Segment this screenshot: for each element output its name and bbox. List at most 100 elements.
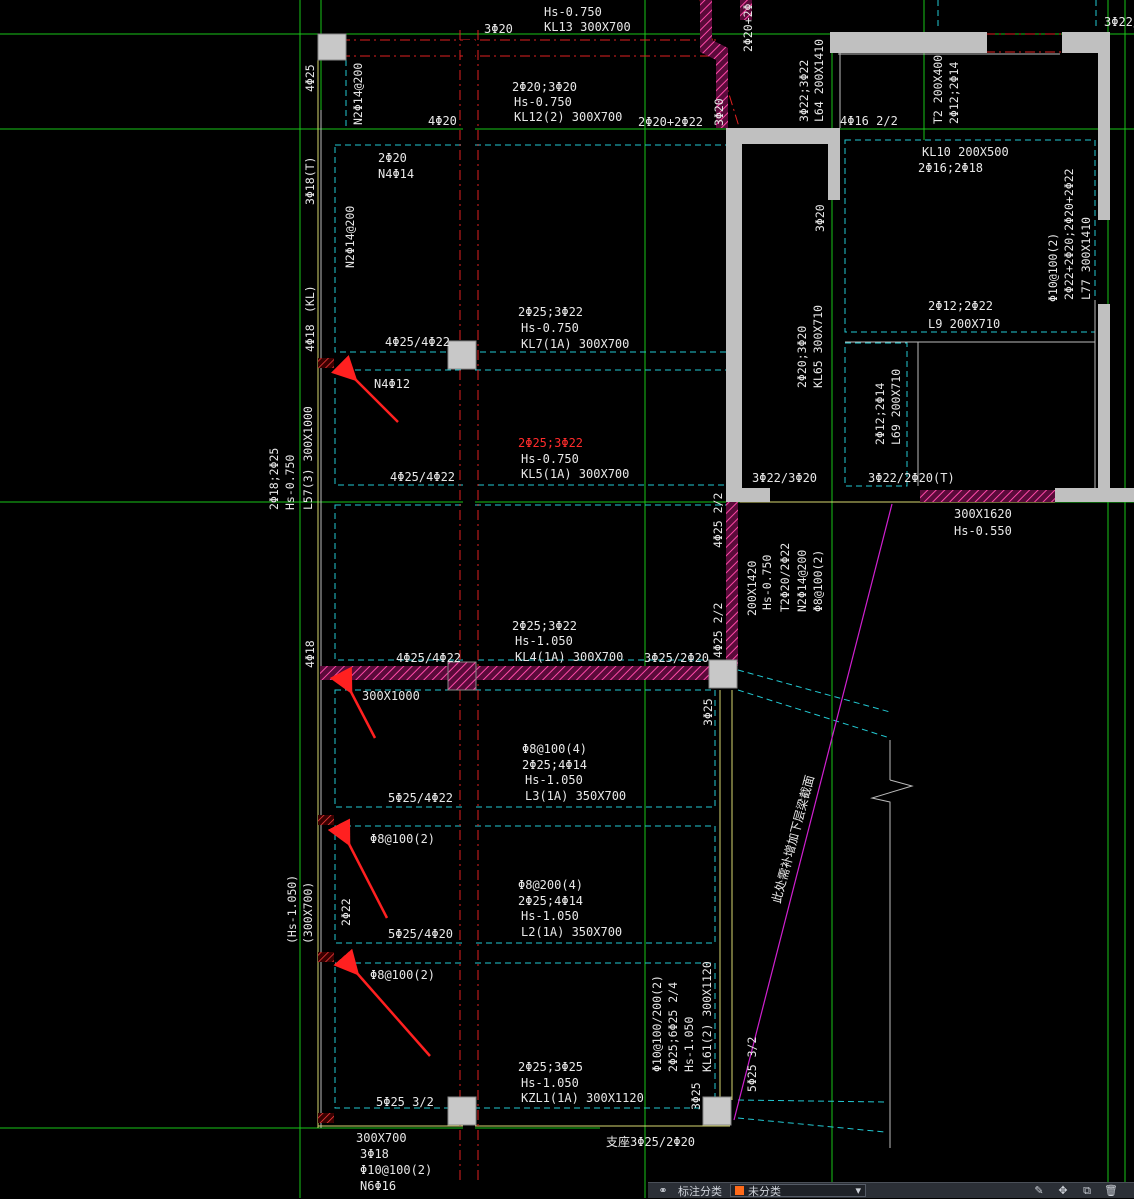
label-v-3phi20: 3Φ20: [712, 98, 726, 126]
label-l9-b: L9 200X710: [928, 317, 1000, 331]
hatched-walls: [318, 0, 1055, 1123]
label-l2-a: Φ8@200(4): [518, 878, 583, 892]
label-v-3phi25: 3Φ25: [701, 698, 715, 726]
label-kl5-4phi25: 4Φ25/4Φ22: [390, 470, 455, 484]
beam-lines-yellow: [317, 40, 1055, 1128]
label-l77-a: Φ10@100(2): [1046, 233, 1060, 302]
trash-icon[interactable]: 🗑: [1104, 1183, 1118, 1197]
label-bl-b: 3Φ18: [360, 1147, 389, 1161]
column-strip: [463, 40, 475, 1180]
label-left-300x700: (300X700): [301, 882, 315, 944]
label-left-4phi25: 4Φ25: [303, 64, 317, 92]
label-left-n2b: N2Φ14@200: [343, 206, 357, 268]
label-l64-a: 3Φ22;3Φ22: [797, 60, 811, 122]
layer-select-value: 未分类: [748, 1184, 781, 1198]
label-b-3phi22: 3Φ22/3Φ20: [752, 471, 817, 485]
label-kl4-a: 2Φ25;3Φ22: [512, 619, 577, 633]
layer-select[interactable]: 未分类 ▾: [730, 1184, 866, 1198]
label-l77-b: 2Φ22+2Φ20;2Φ20+2Φ22: [1062, 168, 1076, 300]
label-kzl1-5phi25: 5Φ25 3/2: [376, 1095, 434, 1109]
label-n4-phi14: N4Φ14: [378, 167, 414, 181]
label-kl12-a: 2Φ20;3Φ20: [512, 80, 577, 94]
label-kl65-b: KL65 300X710: [811, 305, 825, 388]
label-top-hs: Hs-0.750: [544, 5, 602, 19]
label-kl10-b: 2Φ16;2Φ18: [918, 161, 983, 175]
chevron-down-icon: ▾: [855, 1184, 861, 1197]
label-kl4-4phi25: 4Φ25/4Φ22: [396, 651, 461, 665]
edit-icon[interactable]: ✎: [1034, 1183, 1044, 1197]
beam-outlines-dashed: [334, 0, 1097, 1133]
label-l64-b: L64 200X1410: [812, 39, 826, 122]
label-kl61-a: Φ10@100/200(2): [650, 975, 664, 1072]
arrow-2: [329, 666, 377, 739]
label-l57-b: Hs-0.750: [283, 455, 297, 510]
label-v-4phi25b: 4Φ25 2/2: [711, 603, 725, 658]
label-top-right-2phi20: 2Φ20+2Φ: [741, 3, 755, 52]
label-v-4phi25: 4Φ25 2/2: [711, 493, 725, 548]
label-beam-300x1620: 300X1620: [954, 507, 1012, 521]
arrow-3: [327, 818, 389, 919]
link-icon[interactable]: ⚭: [658, 1183, 668, 1197]
label-l69-b: L69 200X710: [889, 369, 903, 445]
label-r-d: N2Φ14@200: [795, 550, 809, 612]
label-kl61-c: Hs-1.050: [682, 1017, 696, 1072]
label-kl12-c: KL12(2) 300X700: [514, 110, 622, 124]
label-l2-5phi25: 5Φ25/4Φ20: [388, 927, 453, 941]
arrow-4: [333, 948, 431, 1057]
label-l64-4phi16: 4Φ16 2/2: [840, 114, 898, 128]
label-kl61-b: 2Φ25;6Φ25 2/4: [666, 982, 680, 1072]
label-bl-a: 300X700: [356, 1131, 407, 1145]
label-l9-a: 2Φ12;2Φ22: [928, 299, 993, 313]
label-bl-d: N6Φ16: [360, 1179, 396, 1193]
label-phi8-b: Φ8@100(2): [370, 968, 435, 982]
label-v-3phi20b: 3Φ20: [813, 204, 827, 232]
label-l3-b: 2Φ25;4Φ14: [522, 758, 587, 772]
label-left-4phi18b: 4Φ18: [303, 640, 317, 668]
label-n4-2phi20: 2Φ20: [378, 151, 407, 165]
label-kl7-a: 2Φ25;3Φ22: [518, 305, 583, 319]
label-kl12-b: Hs-0.750: [514, 95, 572, 109]
label-v-3phi25b: 3Φ25: [689, 1082, 703, 1110]
label-l57-a: 2Φ18;2Φ25: [267, 448, 281, 510]
label-v-5phi25: 5Φ25 3/2: [745, 1037, 759, 1092]
label-left-hs1050: (Hs-1.050): [285, 875, 299, 944]
label-b-3phi22t: 3Φ22/2Φ20(T): [868, 471, 955, 485]
axis-lines-red: [320, 0, 1065, 1180]
label-beam-hs0550: Hs-0.550: [954, 524, 1012, 538]
label-l69-a: 2Φ12;2Φ14: [873, 383, 887, 445]
label-left-2phi22: 2Φ22: [339, 898, 353, 926]
red-arrows: [327, 355, 431, 1057]
label-kzl1-a: 2Φ25;3Φ25: [518, 1060, 583, 1074]
label-l2-c: Hs-1.050: [521, 909, 579, 923]
label-r-c: T2Φ20/2Φ22: [778, 543, 792, 612]
layer-color-swatch: [735, 1186, 744, 1195]
copy-icon[interactable]: ⧉: [1083, 1183, 1091, 1197]
label-kl4-b: Hs-1.050: [515, 634, 573, 648]
move-icon[interactable]: ✥: [1058, 1183, 1068, 1197]
label-left-kl: (KL): [303, 285, 317, 313]
label-r-a: 200X1420: [745, 561, 759, 616]
annotate-label: 标注分类: [678, 1184, 722, 1198]
label-l3-d: L3(1A) 350X700: [525, 789, 626, 803]
diagonal-leader: [733, 503, 893, 1121]
label-kl7-4phi25: 4Φ25/4Φ22: [385, 335, 450, 349]
columns: [317, 33, 738, 1126]
annotations-horizontal: 3Φ20 Hs-0.750 KL13 300X700 3Φ22/ 2Φ20;3Φ…: [356, 5, 1134, 1193]
walls: [726, 32, 1134, 502]
label-diag-text: 此处需补增加下层梁截面: [768, 773, 817, 904]
label-kzl1-b: Hs-1.050: [521, 1076, 579, 1090]
label-kzl1-c: KZL1(1A) 300X1120: [521, 1091, 644, 1105]
label-t2-b: 2Φ12;2Φ14: [947, 62, 961, 124]
label-kl12-2phi20: 2Φ20+2Φ22: [638, 115, 703, 129]
label-t2-a: T2 200X400: [931, 55, 945, 124]
label-kl4-c: KL4(1A) 300X700: [515, 650, 623, 664]
label-l3-a: Φ8@100(4): [522, 742, 587, 756]
label-r-e: Φ8@100(2): [811, 550, 825, 612]
label-l2-d: L2(1A) 350X700: [521, 925, 622, 939]
label-kl12-4phi20: 4Φ20: [428, 114, 457, 128]
label-l57-c: L57(3) 300X1000: [301, 406, 315, 510]
label-n4-phi12: N4Φ12: [374, 377, 410, 391]
bottom-toolbar: ⚭ 标注分类 未分类 ▾ ✎ ✥ ⧉ 🗑: [648, 1182, 1134, 1198]
